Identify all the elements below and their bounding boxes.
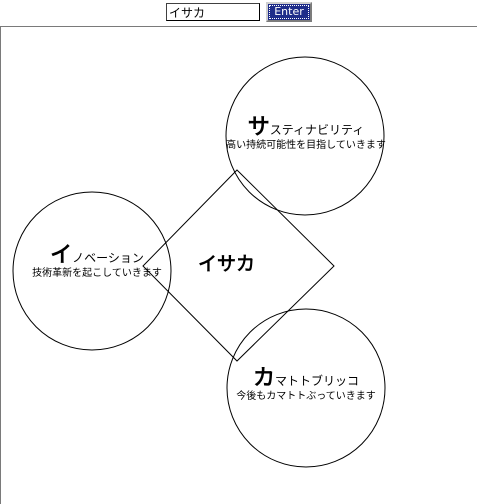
toolbar: Enter <box>0 0 477 26</box>
enter-button[interactable]: Enter <box>266 2 312 22</box>
node-sustainability-rest: スティナビリティ <box>269 123 365 137</box>
circle-katamari <box>226 308 386 468</box>
node-innovation-description: 技術革新を起こしていきます <box>32 268 162 280</box>
node-innovation-title: イノベーション <box>17 243 177 268</box>
node-sustainability: サスティナビリティ 高い持続可能性を目指していきます <box>226 115 386 152</box>
node-innovation-initial: イ <box>50 243 73 268</box>
node-katamari-rest: マトトブリッコ <box>275 374 360 388</box>
node-katamari-title: カマトトブリッコ <box>226 366 386 391</box>
node-sustainability-initial: サ <box>247 115 270 140</box>
node-katamari-description: 今後もカマトトぶっていきます <box>236 391 376 403</box>
circle-sustainability <box>225 56 385 216</box>
node-katamari-initial: カ <box>252 366 275 391</box>
node-innovation-rest: ノベーション <box>72 251 144 265</box>
node-katamari: カマトトブリッコ 今後もカマトトぶっていきます <box>226 366 386 403</box>
circle-innovation <box>12 191 172 351</box>
search-input[interactable] <box>166 3 260 21</box>
center-label: イサカ <box>198 253 256 275</box>
node-innovation: イノベーション 技術革新を起こしていきます <box>17 243 177 280</box>
node-sustainability-title: サスティナビリティ <box>226 115 386 140</box>
enter-button-label: Enter <box>269 5 309 19</box>
center-diamond <box>142 169 335 362</box>
content-frame <box>0 26 477 504</box>
node-sustainability-description: 高い持続可能性を目指していきます <box>226 140 386 152</box>
